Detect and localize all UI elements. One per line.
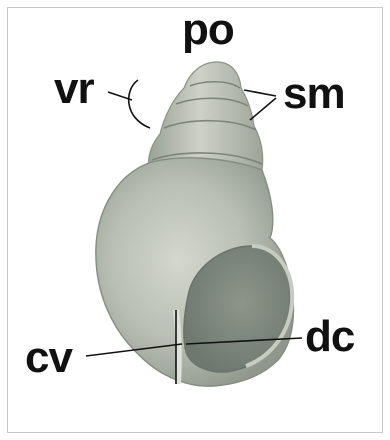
label-po: po xyxy=(182,8,234,52)
label-sm: sm xyxy=(283,72,345,116)
sm-leader-line-2 xyxy=(250,98,276,120)
label-vr: vr xyxy=(54,67,94,111)
sm-leader-line-1 xyxy=(244,90,276,96)
label-dc: dc xyxy=(305,315,354,359)
vr-bracket xyxy=(129,80,150,128)
label-cv: cv xyxy=(25,336,72,380)
